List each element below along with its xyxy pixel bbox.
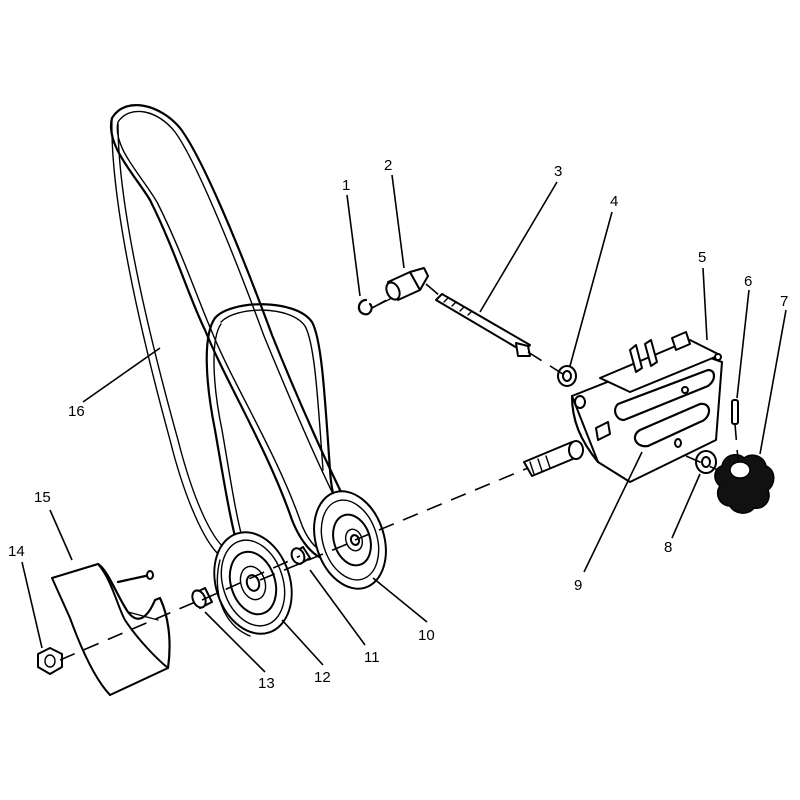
leader-lines — [21, 174, 787, 673]
callouts: 1 2 3 4 5 6 7 8 9 10 11 12 13 14 15 16 — [8, 157, 788, 692]
callout-12: 12 — [314, 669, 331, 686]
pulley-12 — [213, 531, 293, 637]
belt-guard-15 — [51, 562, 171, 696]
knob-7 — [714, 453, 775, 514]
callout-5: 5 — [698, 249, 706, 266]
spacer-11 — [290, 546, 311, 565]
pulley-10 — [313, 490, 387, 590]
tensioner-bracket-9 — [570, 331, 723, 483]
threaded-rod-3 — [435, 293, 531, 357]
callout-11: 11 — [364, 649, 380, 666]
callout-14: 14 — [8, 543, 25, 560]
nut-14 — [37, 647, 63, 675]
callout-9: 9 — [574, 577, 582, 594]
callout-16: 16 — [68, 403, 85, 420]
callout-1: 1 — [342, 177, 350, 194]
pin-6 — [731, 399, 739, 425]
retaining-ring-1 — [357, 298, 373, 316]
callout-3: 3 — [554, 163, 562, 180]
assembly-lines — [59, 283, 739, 661]
callout-6: 6 — [744, 273, 752, 290]
callout-8: 8 — [664, 539, 672, 556]
clevis-2 — [377, 267, 429, 306]
bracket-shaft — [523, 440, 584, 477]
spacer-13 — [191, 587, 213, 609]
washer-4 — [557, 365, 577, 387]
callout-7: 7 — [780, 293, 788, 310]
callout-13: 13 — [258, 675, 275, 692]
callout-15: 15 — [34, 489, 51, 506]
callout-2: 2 — [384, 157, 392, 174]
callout-10: 10 — [418, 627, 435, 644]
callout-4: 4 — [610, 193, 618, 210]
